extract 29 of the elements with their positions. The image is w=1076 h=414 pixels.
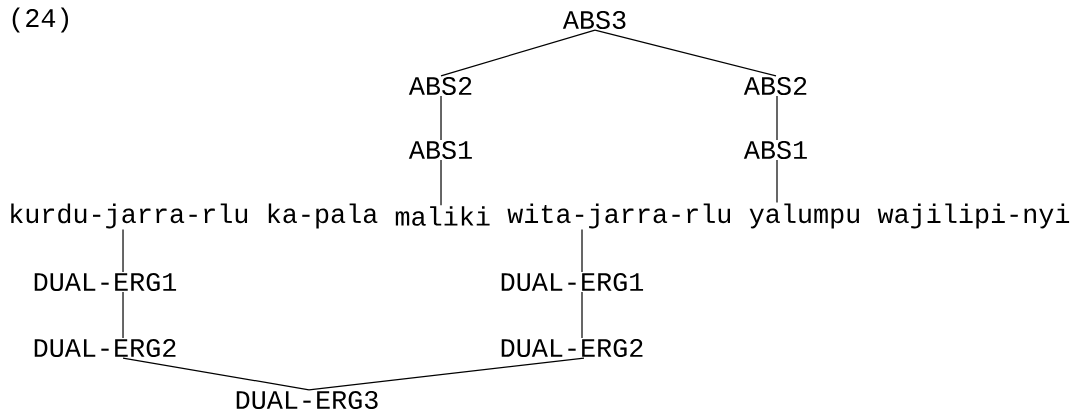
example-number: (24) [12, 7, 69, 33]
tree-line [122, 357, 310, 391]
word-label: ABS2 [743, 76, 807, 96]
word-label: DUAL-ERG2 [34, 338, 176, 358]
tree-line [581, 228, 583, 273]
word-label: kurdu-jarra-rlu [11, 203, 248, 229]
word-label: maliki [395, 206, 490, 226]
tree-line [776, 95, 778, 141]
tree-line [122, 291, 124, 339]
word-label: wajilipi-nyi [877, 203, 1070, 229]
tree-line [581, 291, 583, 339]
tree-line [122, 228, 124, 273]
word-label: ka-pala [268, 203, 378, 229]
tree-line [440, 95, 442, 141]
word-label: DUAL-ERG1 [501, 272, 644, 292]
word-label: yalumpu [749, 203, 859, 229]
word-label: DUAL-ERG1 [34, 272, 177, 292]
word-label: ABS3 [562, 10, 626, 30]
word-label: ABS2 [408, 76, 472, 96]
word-label: DUAL-ERG3 [236, 390, 378, 410]
tree-line [308, 357, 585, 391]
word-label: wita-jarra-rlu [507, 203, 731, 229]
word-label: ABS1 [408, 140, 472, 160]
tree-line [440, 159, 442, 206]
tree-line [440, 29, 596, 77]
word-label: ABS1 [743, 140, 807, 160]
word-label: DUAL-ERG2 [501, 338, 643, 358]
tree-line [776, 159, 778, 204]
tree-line [594, 29, 777, 77]
